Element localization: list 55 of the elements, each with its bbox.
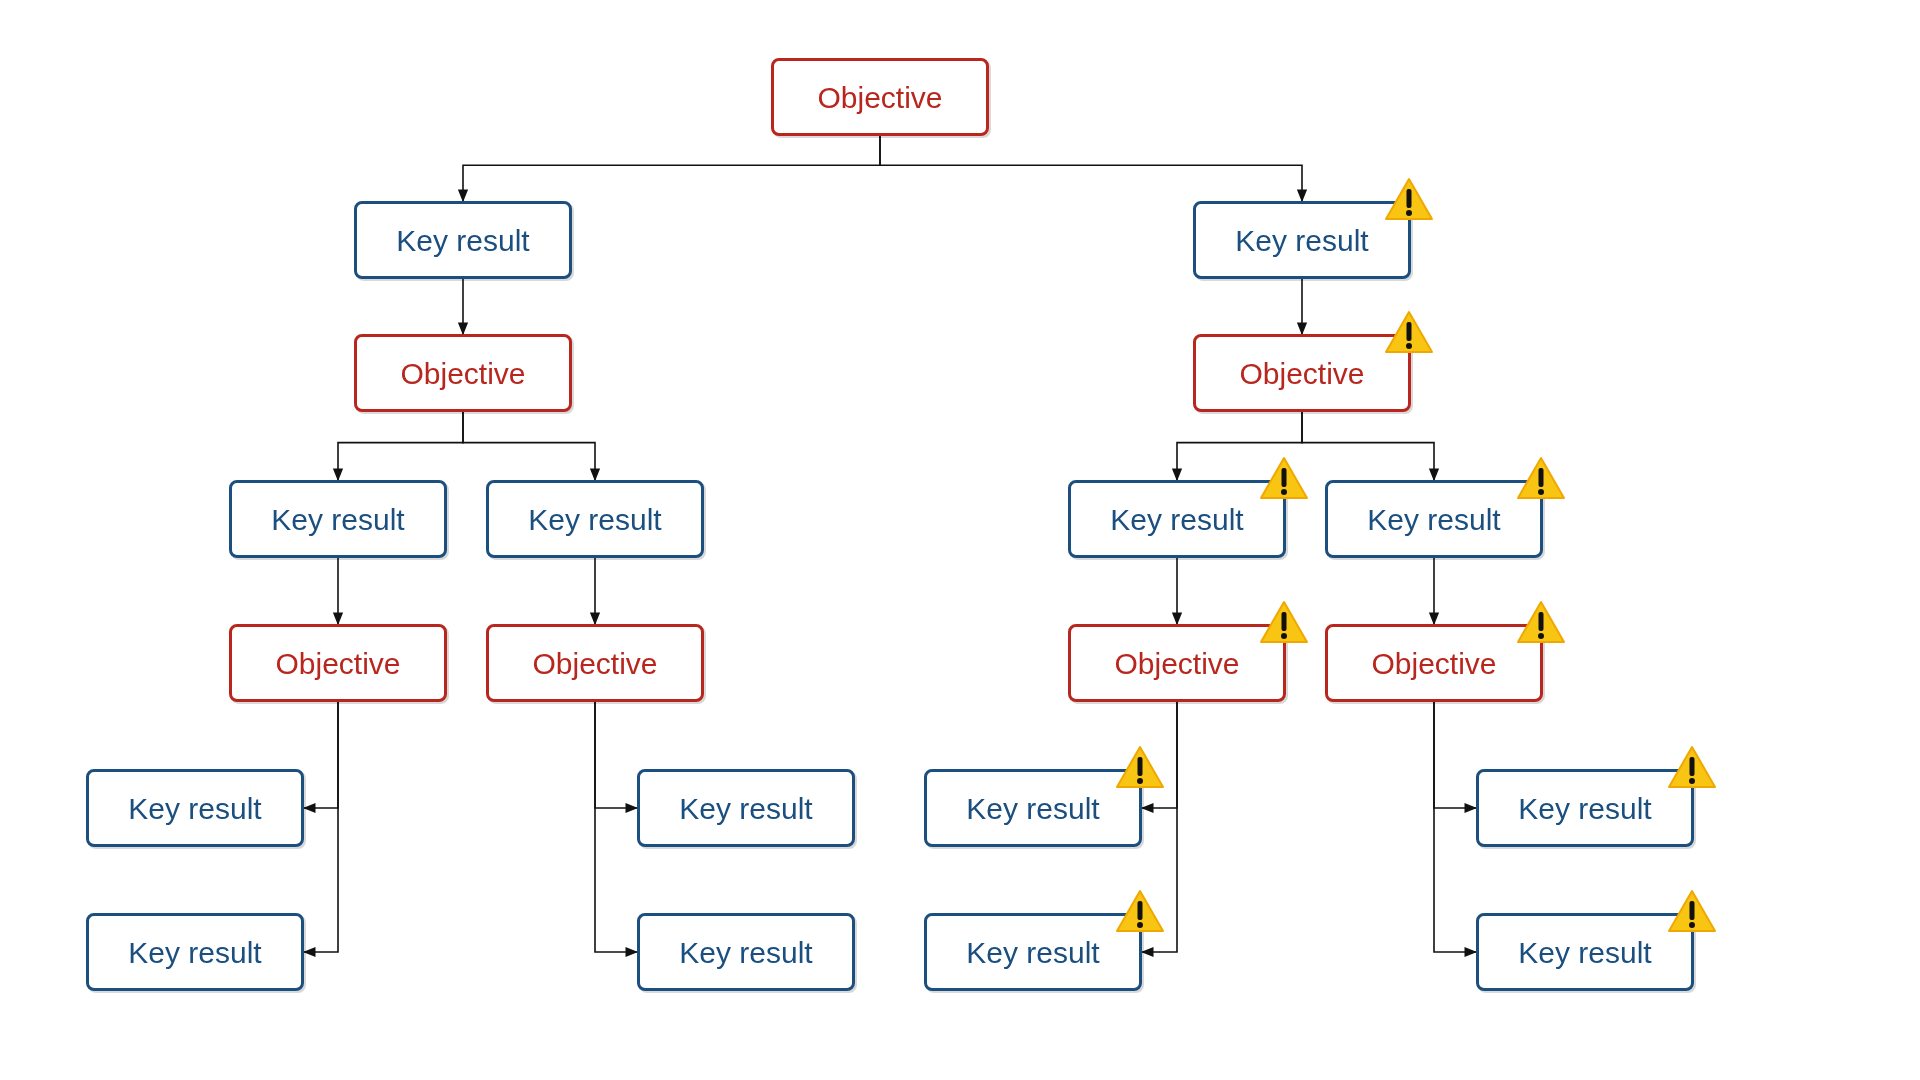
node-label: Key result — [396, 222, 530, 259]
node-label: Key result — [1110, 501, 1244, 538]
objective-box — [1068, 624, 1286, 702]
objective-box — [354, 334, 572, 412]
key-result-box — [86, 913, 304, 991]
connector-arrow — [302, 701, 339, 958]
connector-arrow — [1140, 701, 1178, 958]
objective-box — [771, 58, 989, 136]
node-label: Key result — [679, 934, 813, 971]
connector-arrow — [1301, 411, 1440, 482]
node-label: Objective — [1114, 645, 1240, 682]
node-label: Objective — [817, 79, 943, 116]
key-result-box — [637, 769, 855, 847]
key-result-box — [229, 480, 447, 558]
node-label: Key result — [966, 934, 1100, 971]
node-label: Key result — [128, 790, 262, 827]
node-label: Objective — [1371, 645, 1497, 682]
connector-arrow — [594, 701, 639, 958]
key-result-box — [924, 769, 1142, 847]
connector-arrow — [457, 278, 469, 336]
node-label: Objective — [532, 645, 658, 682]
node-label: Key result — [1367, 501, 1501, 538]
key-result-box — [1193, 201, 1411, 279]
node-label: Key result — [528, 501, 662, 538]
connector-arrow — [1433, 701, 1478, 958]
objective-box — [1325, 624, 1543, 702]
objective-box — [229, 624, 447, 702]
key-result-box — [637, 913, 855, 991]
node-label: Key result — [128, 934, 262, 971]
key-result-box — [354, 201, 572, 279]
node-label: Key result — [1235, 222, 1369, 259]
objective-box — [1193, 334, 1411, 412]
key-result-box — [486, 480, 704, 558]
key-result-box — [1325, 480, 1543, 558]
node-label: Key result — [271, 501, 405, 538]
key-result-box — [1476, 913, 1694, 991]
key-result-box — [1068, 480, 1286, 558]
node-label: Objective — [1239, 355, 1365, 392]
connector-arrow — [1296, 278, 1308, 336]
connector-arrow — [1171, 557, 1183, 626]
connector-arrow — [332, 557, 344, 626]
connector-arrow — [462, 411, 601, 482]
objective-box — [486, 624, 704, 702]
node-label: Objective — [400, 355, 526, 392]
connector-arrow — [1428, 557, 1440, 626]
key-result-box — [86, 769, 304, 847]
node-label: Key result — [966, 790, 1100, 827]
node-label: Objective — [275, 645, 401, 682]
connector-arrow — [879, 135, 1308, 203]
node-label: Key result — [1518, 790, 1652, 827]
key-result-box — [924, 913, 1142, 991]
node-label: Key result — [679, 790, 813, 827]
connector-arrow — [589, 557, 601, 626]
key-result-box — [1476, 769, 1694, 847]
node-label: Key result — [1518, 934, 1652, 971]
